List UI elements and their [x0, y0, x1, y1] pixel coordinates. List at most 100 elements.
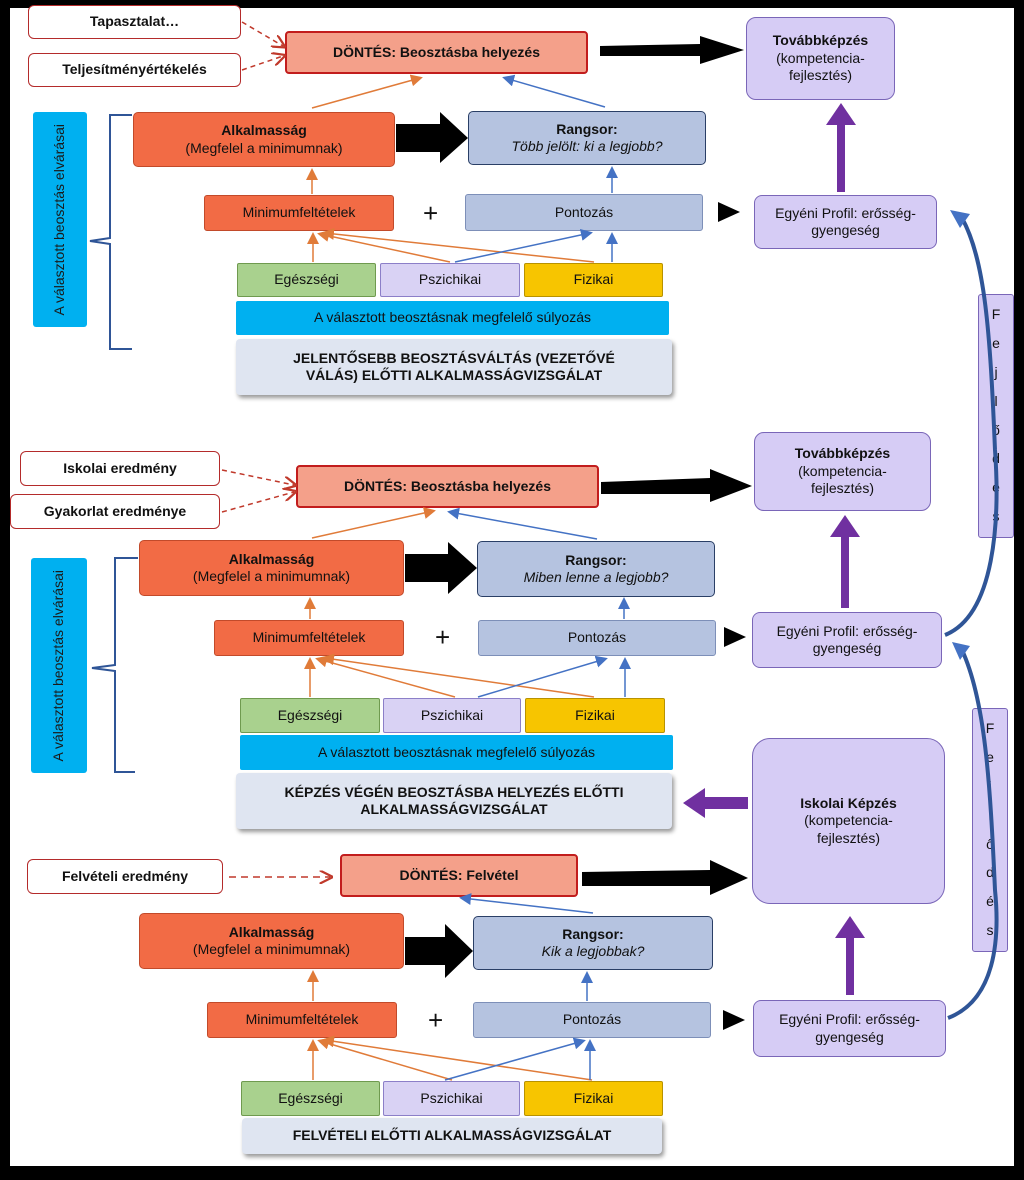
psz-label: Pszichikai [420, 1089, 483, 1106]
pontozas-middle: Pontozás [478, 620, 716, 656]
profil-label: Egyéni Profil: erősség-gyengeség [776, 622, 918, 657]
decision-top: DÖNTÉS: Beosztásba helyezés [285, 31, 588, 74]
fejlodes-letter: e [992, 335, 1000, 352]
vizsgalat-top: JELENTŐSEBB BEOSZTÁSVÁLTÁS (VEZETŐVÉ VÁL… [236, 339, 672, 395]
pszichikai-top: Pszichikai [380, 263, 520, 297]
pontozas-top: Pontozás [465, 194, 703, 231]
igen-label-top: Igen [412, 128, 436, 142]
rangsor-bottom: Rangsor: Kik a legjobbak? [473, 916, 713, 970]
tovabbkepzes-top: Továbbképzés (kompetencia-fejlesztés) [746, 17, 895, 100]
rangsor-title: Rangsor: [556, 120, 618, 137]
input-label: Iskolai eredmény [63, 459, 177, 476]
egeszsegi-middle: Egészségi [240, 698, 380, 733]
pontozas-label: Pontozás [567, 629, 627, 646]
psz-label: Pszichikai [418, 271, 482, 288]
pszichikai-middle: Pszichikai [383, 698, 521, 733]
sulyozas-label: A választott beosztásnak megfelelő súlyo… [317, 743, 596, 760]
rangsor-title: Rangsor: [562, 925, 624, 942]
egeszsegi-top: Egészségi [237, 263, 376, 297]
vizsgalat-middle: KÉPZÉS VÉGÉN BEOSZTÁSBA HELYEZÉS ELŐTTI … [236, 773, 672, 829]
iskolai-sub: (kompetencia-fejlesztés) [804, 812, 893, 846]
decision-label: DÖNTÉS: Felvétel [399, 866, 519, 883]
rangsor-middle: Rangsor: Miben lenne a legjobb? [477, 541, 715, 597]
input-teljesitmeny: Teljesítményértékelés [28, 53, 241, 87]
decision-label: DÖNTÉS: Beosztásba helyezés [344, 477, 551, 494]
minimumfeltetelek-middle: Minimumfeltételek [214, 620, 404, 656]
side-label-top: A választott beosztás elvárásai [33, 112, 87, 327]
fejlodes-letter: é [986, 893, 994, 910]
input-label: Felvételi eredmény [61, 867, 189, 884]
pontozas-label: Pontozás [554, 203, 614, 220]
decision-label: DÖNTÉS: Beosztásba helyezés [333, 43, 540, 60]
fiz-label: Fizikai [575, 706, 615, 723]
tovabb-title: Továbbképzés [794, 445, 891, 462]
iskolai-title: Iskolai Képzés [800, 794, 897, 811]
alkalmassag-bottom: Alkalmasság (Megfelel a minimumnak) [139, 913, 404, 969]
input-tapasztalat: Tapasztalat… [28, 5, 241, 39]
plus-sign-top: + [423, 198, 439, 228]
fejlodes-bar-lower: F e j l ő d é s [972, 708, 1008, 952]
plus-sign-bottom: + [428, 1005, 444, 1035]
fizikai-top: Fizikai [524, 263, 663, 297]
fejlodes-letter: s [992, 508, 1000, 525]
fejlodes-letter: d [992, 450, 1000, 467]
fejlodes-letter: ő [992, 421, 1000, 438]
alkalmassag-top: Alkalmasság (Megfelel a minimumnak) [133, 112, 395, 167]
minf-label: Minimumfeltételek [242, 204, 356, 221]
fejlodes-letter: ő [986, 835, 994, 852]
rangsor-sub: Kik a legjobbak? [541, 943, 645, 959]
decision-middle: DÖNTÉS: Beosztásba helyezés [296, 465, 599, 508]
tovabb-title: Továbbképzés [772, 32, 869, 49]
fejlodes-letter: l [994, 392, 998, 409]
fizikai-bottom: Fizikai [524, 1081, 663, 1116]
eg-label: Egészségi [277, 706, 343, 723]
alkalmassag-title: Alkalmasság [228, 923, 315, 940]
sulyozas-middle: A választott beosztásnak megfelelő súlyo… [240, 735, 673, 770]
fejlodes-letter: d [986, 864, 994, 881]
igen-label-bottom: Igen [418, 948, 442, 962]
alkalmassag-title: Alkalmasság [228, 550, 315, 567]
fejlodes-letter: j [994, 363, 998, 380]
sulyozas-top: A választott beosztásnak megfelelő súlyo… [236, 301, 669, 335]
fejlodes-bar-upper: F e j l ő d é s [978, 294, 1014, 538]
alkalmassag-sub: (Megfelel a minimumnak) [185, 139, 343, 156]
input-iskolai: Iskolai eredmény [20, 451, 220, 486]
alkalmassag-middle: Alkalmasság (Megfelel a minimumnak) [139, 540, 404, 596]
minf-label: Minimumfeltételek [245, 1011, 359, 1028]
input-gyakorlat: Gyakorlat eredménye [10, 494, 220, 529]
input-label: Teljesítményértékelés [62, 61, 207, 78]
pszichikai-bottom: Pszichikai [383, 1081, 520, 1116]
fejlodes-letter: é [992, 479, 1000, 496]
pontozas-label: Pontozás [562, 1011, 622, 1028]
iskolai-kepzes: Iskolai Képzés (kompetencia-fejlesztés) [752, 738, 945, 904]
eg-label: Egészségi [278, 1089, 343, 1106]
minimumfeltetelek-bottom: Minimumfeltételek [207, 1002, 397, 1038]
eg-label: Egészségi [274, 271, 339, 288]
fiz-label: Fizikai [573, 1089, 614, 1106]
fejlodes-letter: F [991, 306, 1001, 323]
profil-label: Egyéni Profil: erősség-gyengeség [775, 204, 916, 239]
tovabb-sub: (kompetencia-fejlesztés) [798, 462, 887, 497]
tovabbkepzes-middle: Továbbképzés (kompetencia-fejlesztés) [754, 432, 931, 511]
fiz-label: Fizikai [573, 271, 614, 288]
egyeni-profil-middle: Egyéni Profil: erősség-gyengeség [752, 612, 942, 668]
side-label-middle: A választott beosztás elvárásai [31, 558, 87, 773]
fejlodes-letter: F [985, 720, 995, 737]
input-label: Tapasztalat… [89, 13, 180, 30]
rangsor-sub: Miben lenne a legjobb? [523, 569, 669, 585]
plus-sign-middle: + [435, 622, 451, 652]
input-label: Gyakorlat eredménye [43, 502, 187, 519]
side-label-text: A választott beosztás elvárásai [51, 123, 68, 316]
egeszsegi-bottom: Egészségi [241, 1081, 380, 1116]
side-label-text: A választott beosztás elvárásai [50, 569, 67, 762]
rangsor-sub: Több jelölt: ki a legjobb? [511, 138, 663, 154]
vizsgalat-label: JELENTŐSEBB BEOSZTÁSVÁLTÁS (VEZETŐVÉ VÁL… [293, 349, 615, 384]
rangsor-title: Rangsor: [565, 551, 627, 568]
vizsgalat-label: FELVÉTELI ELŐTTI ALKALMASSÁGVIZSGÁLAT [292, 1127, 612, 1144]
alkalmassag-title: Alkalmasság [221, 122, 307, 138]
alkalmassag-sub: (Megfelel a minimumnak) [192, 568, 351, 584]
tovabb-sub: (kompetencia-fejlesztés) [776, 49, 865, 84]
profil-label: Egyéni Profil: erősség-gyengeség [779, 1011, 920, 1045]
pontozas-bottom: Pontozás [473, 1002, 711, 1038]
egyeni-profil-bottom: Egyéni Profil: erősség-gyengeség [753, 1000, 946, 1057]
